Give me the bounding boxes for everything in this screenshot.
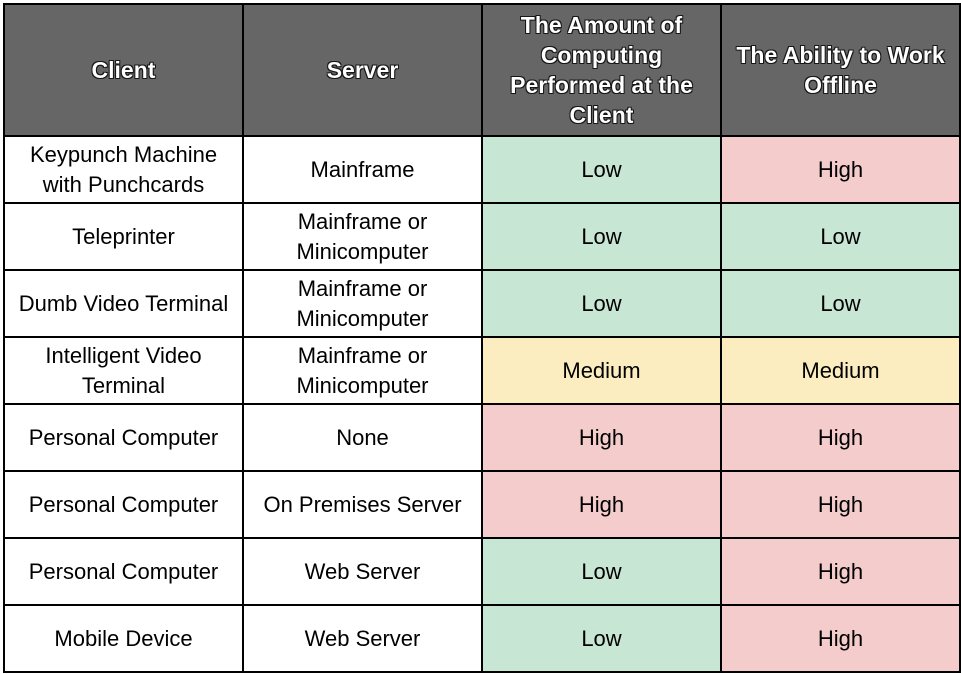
cell-computing: High bbox=[481, 470, 722, 539]
cell-computing: Low bbox=[481, 202, 722, 271]
header-server: Server bbox=[242, 3, 483, 137]
cell-computing: Low bbox=[481, 269, 722, 338]
cell-offline: Low bbox=[720, 202, 961, 271]
cell-server: None bbox=[242, 403, 483, 472]
cell-client: Intelligent Video Terminal bbox=[3, 336, 244, 405]
cell-computing: Low bbox=[481, 537, 722, 606]
cell-client: Personal Computer bbox=[3, 470, 244, 539]
cell-server: Web Server bbox=[242, 604, 483, 673]
cell-offline: High bbox=[720, 604, 961, 673]
header-row: Client Server The Amount of Computing Pe… bbox=[3, 3, 961, 137]
cell-server: Mainframe or Minicomputer bbox=[242, 202, 483, 271]
cell-client: Keypunch Machine with Punchcards bbox=[3, 135, 244, 204]
cell-computing: High bbox=[481, 403, 722, 472]
cell-computing: Low bbox=[481, 604, 722, 673]
cell-client: Personal Computer bbox=[3, 537, 244, 606]
cell-client: Teleprinter bbox=[3, 202, 244, 271]
cell-offline: High bbox=[720, 470, 961, 539]
cell-computing: Low bbox=[481, 135, 722, 204]
cell-offline: Low bbox=[720, 269, 961, 338]
cell-offline: Medium bbox=[720, 336, 961, 405]
header-offline: The Ability to Work Offline bbox=[720, 3, 961, 137]
cell-client: Mobile Device bbox=[3, 604, 244, 673]
comparison-table: Client Server The Amount of Computing Pe… bbox=[3, 3, 961, 673]
cell-server: Mainframe bbox=[242, 135, 483, 204]
cell-offline: High bbox=[720, 537, 961, 606]
cell-client: Personal Computer bbox=[3, 403, 244, 472]
cell-offline: High bbox=[720, 403, 961, 472]
cell-computing: Medium bbox=[481, 336, 722, 405]
cell-offline: High bbox=[720, 135, 961, 204]
cell-server: Mainframe or Minicomputer bbox=[242, 269, 483, 338]
cell-server: Web Server bbox=[242, 537, 483, 606]
cell-server: Mainframe or Minicomputer bbox=[242, 336, 483, 405]
header-client: Client bbox=[3, 3, 244, 137]
cell-client: Dumb Video Terminal bbox=[3, 269, 244, 338]
cell-server: On Premises Server bbox=[242, 470, 483, 539]
header-computing: The Amount of Computing Performed at the… bbox=[481, 3, 722, 137]
